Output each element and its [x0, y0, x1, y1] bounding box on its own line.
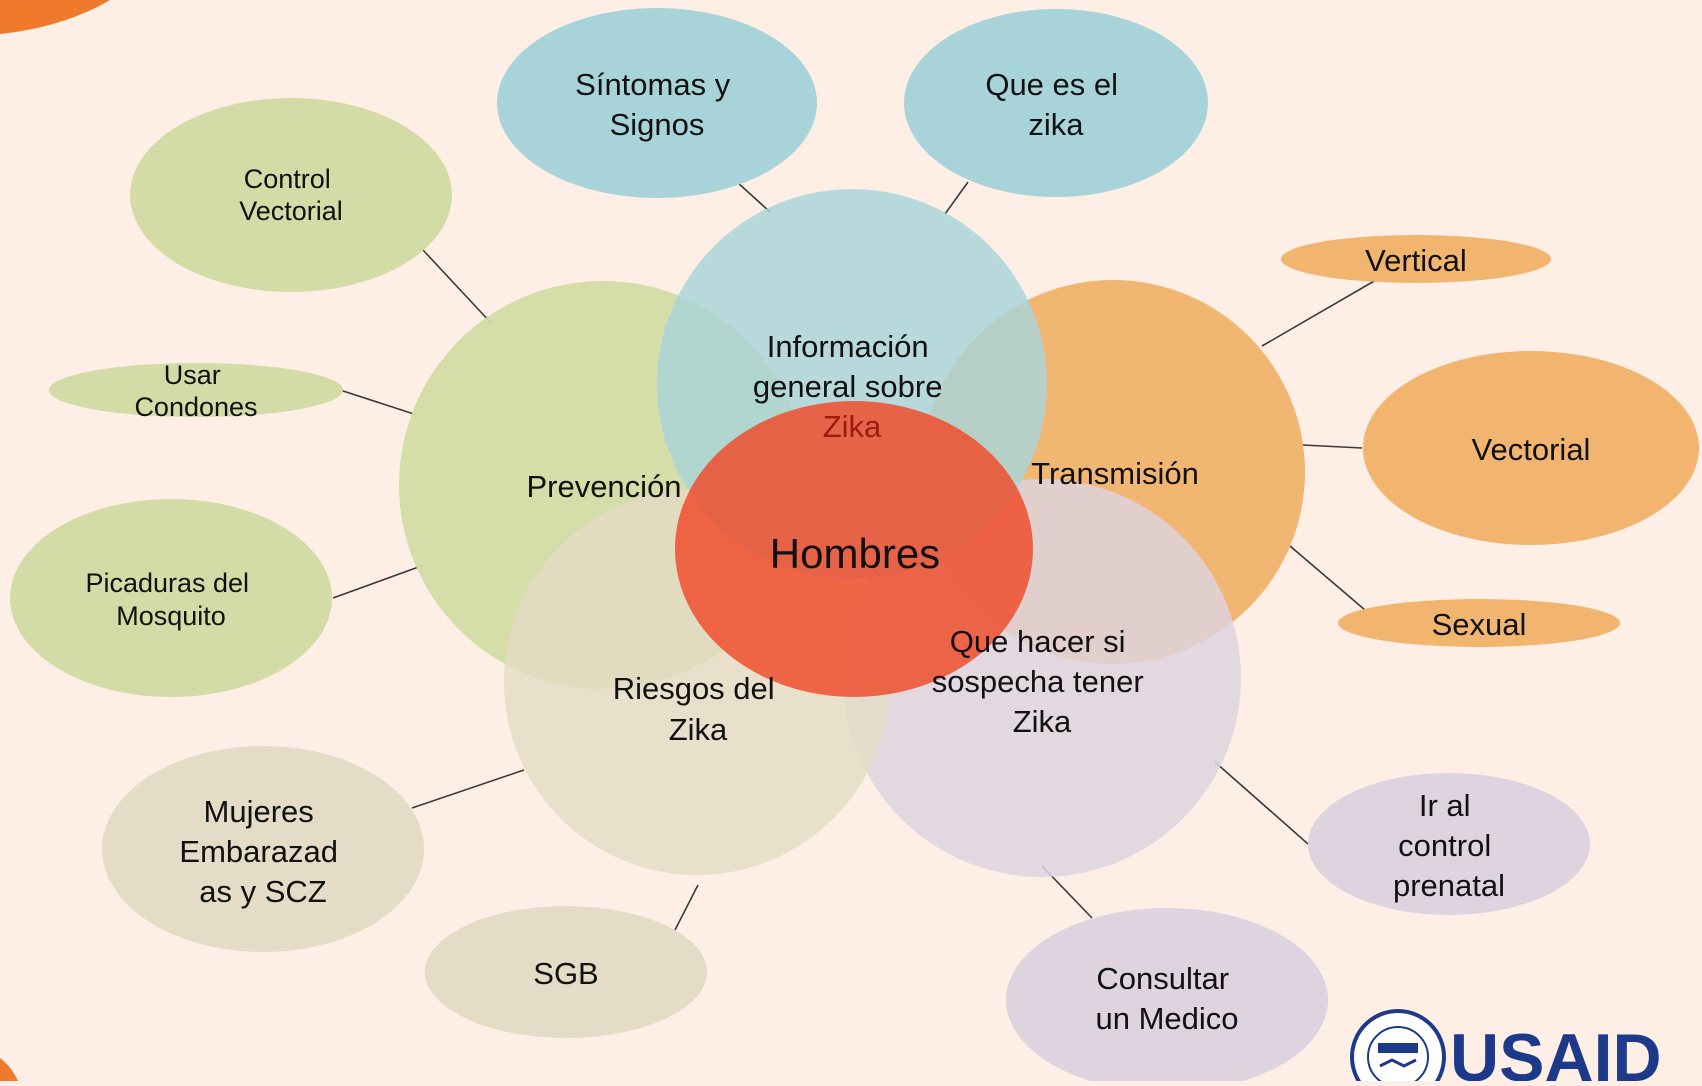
- leaf-sintomas-shape: [497, 8, 817, 198]
- connector-vectorial: [1302, 444, 1363, 449]
- usaid-wordmark: USAID: [1450, 1020, 1662, 1081]
- connector-quees: [944, 181, 969, 215]
- leaf-control-vectorial-shape: [130, 98, 452, 292]
- center-hombres-label: Hombres: [770, 530, 940, 577]
- leaf-ir-control-label: Ir al control prenatal: [1393, 788, 1505, 903]
- leaf-ir-control-shape: [1308, 773, 1590, 915]
- category-transmision-label: Transmisión: [1031, 456, 1199, 491]
- leaf-sintomas-label: Síntomas y Signos: [575, 67, 739, 142]
- corner-swoosh-bottom: [0, 1058, 18, 1081]
- leaf-quees-label: Que es el zika: [985, 67, 1126, 142]
- connector-picaduras: [332, 564, 425, 599]
- usaid-seal-handshake: [1379, 1058, 1417, 1068]
- leaf-consultar-shape: [1006, 908, 1328, 1086]
- leaf-sexual-shape: [1338, 599, 1620, 647]
- usaid-seal-band: [1378, 1043, 1418, 1053]
- connector-control-vectorial: [422, 249, 493, 325]
- leaf-usar-condones-shape: [49, 363, 343, 417]
- leaf-picaduras-shape: [10, 499, 332, 697]
- connector-lines: [332, 181, 1377, 931]
- category-riesgos-label: Riesgos del Zika: [613, 671, 784, 747]
- connector-sintomas: [736, 181, 771, 213]
- leaf-vectorial-shape: [1363, 351, 1699, 545]
- leaf-sgb-label: SGB: [533, 956, 598, 991]
- usaid-seal-inner: [1367, 1026, 1429, 1086]
- connector-usar-condones: [339, 389, 418, 416]
- category-info-label: Información general sobre Zika: [753, 329, 951, 444]
- usaid-logo: USAID: [1350, 1009, 1662, 1086]
- leaf-consultar-label: Consultar un Medico: [1095, 961, 1238, 1036]
- leaf-sexual-label: Sexual: [1432, 607, 1527, 642]
- connector-sgb: [674, 884, 699, 931]
- connector-mujeres: [411, 769, 525, 809]
- leaf-sgb-shape: [425, 906, 707, 1038]
- leaf-mujeres-label: Mujeres Embarazad as y SCZ: [179, 794, 346, 909]
- corner-swoosh: [0, 0, 110, 34]
- leaf-mujeres-shape: [102, 746, 424, 952]
- connector-ir-control: [1214, 761, 1309, 845]
- leaf-picaduras-label: Picaduras del Mosquito: [85, 568, 256, 631]
- connector-sexual: [1289, 545, 1366, 611]
- leaf-quees-shape: [904, 9, 1208, 197]
- leaf-control-vectorial-label: Control Vectorial: [239, 164, 343, 226]
- center-hombres-shape: [675, 401, 1033, 697]
- leaf-vectorial-label: Vectorial: [1472, 432, 1591, 467]
- category-prevencion-label: Prevención: [526, 469, 681, 504]
- leaf-usar-condones-label: Usar Condones: [134, 360, 257, 422]
- category-quehacer-label: Que hacer si sospecha tener Zika: [932, 624, 1153, 739]
- connector-vertical: [1261, 279, 1377, 347]
- leaf-vertical-shape: [1281, 235, 1551, 283]
- leaf-vertical-label: Vertical: [1365, 243, 1467, 278]
